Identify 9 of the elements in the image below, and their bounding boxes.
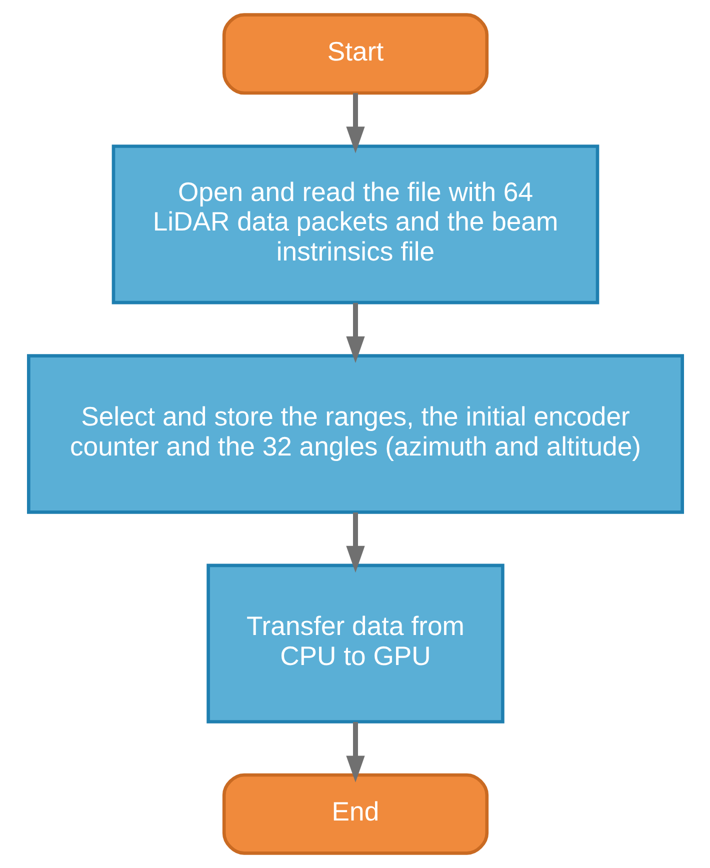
arrow xyxy=(346,722,364,782)
node-box: Select and store the ranges, the initial encoder counter and the 32 angles (azimuth and altitude) xyxy=(26,354,684,514)
node-box: Open and read the file with 64 LiDAR data packets and the beam instrinsics file xyxy=(111,144,599,304)
arrow xyxy=(346,302,364,364)
node-box: Transfer data from CPU to GPU xyxy=(206,564,504,724)
arrow xyxy=(346,93,364,154)
node-box: End xyxy=(222,773,488,855)
arrow xyxy=(346,512,364,573)
node-box: Start xyxy=(222,13,488,95)
